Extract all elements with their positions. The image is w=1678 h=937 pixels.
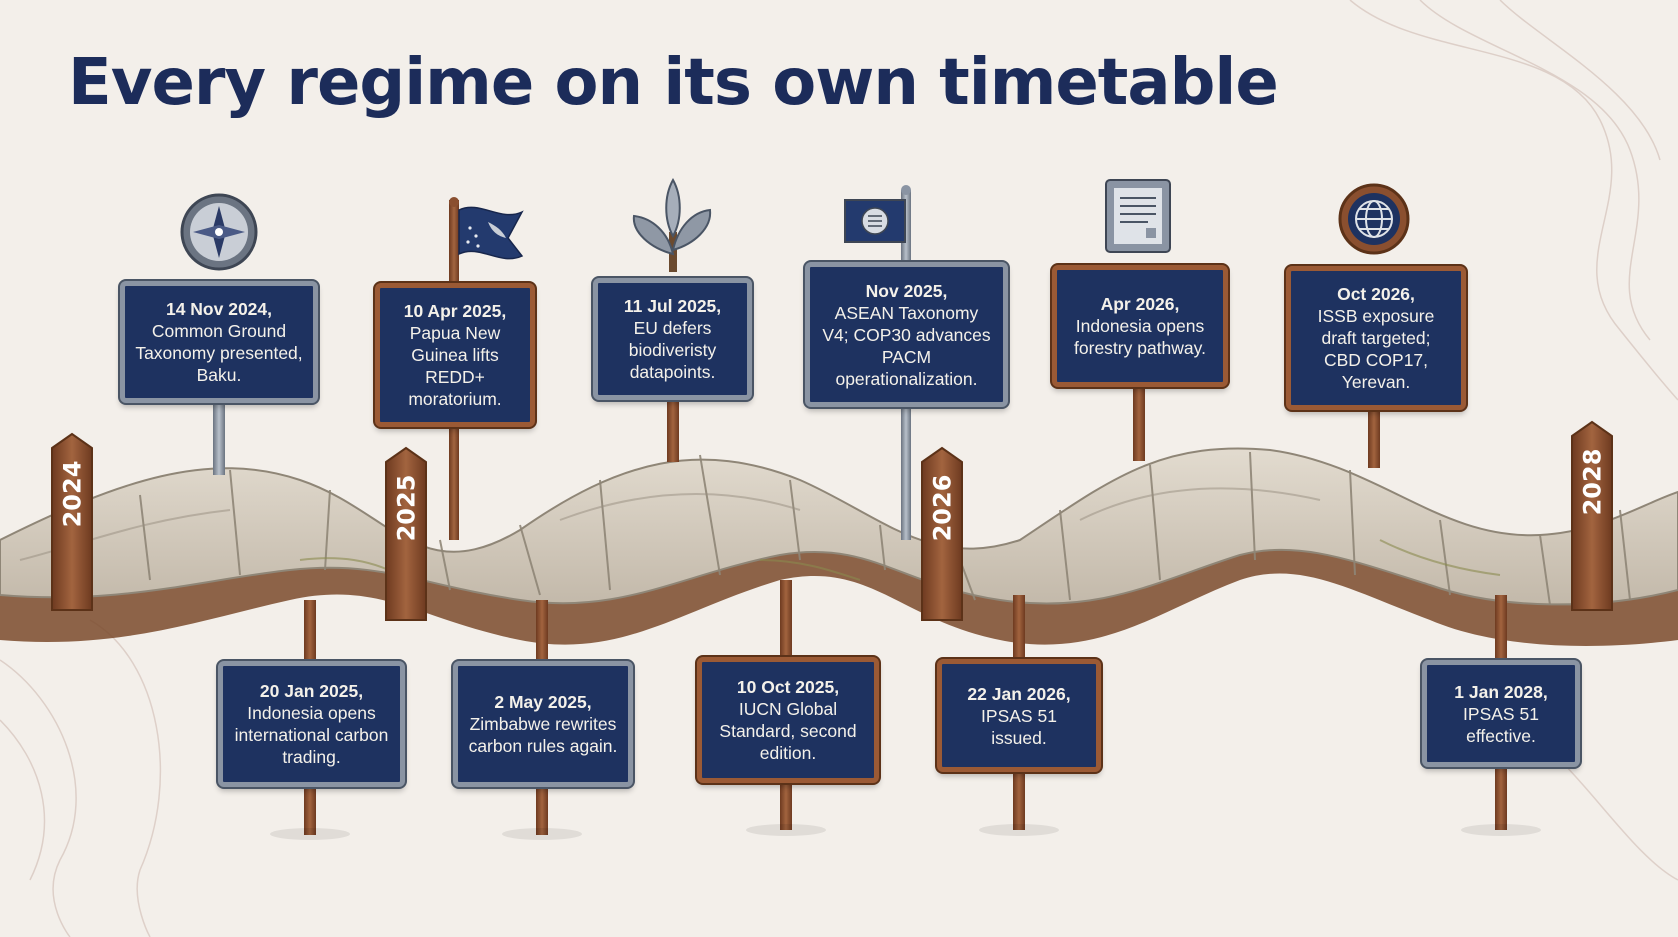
milestone-text: IPSAS 51 issued. [981,705,1057,748]
flag-icon [449,197,524,260]
milestone-date: Apr 2026, [1100,294,1180,314]
milestone-date: 10 Oct 2025, [736,677,840,697]
year-stakes [51,420,1613,621]
stone-joints [19,451,1631,606]
milestone-sign-2025-10: 10 Oct 2025,IUCN Global Standard, second… [697,657,879,783]
milestone-date: 11 Jul 2025, [623,296,722,316]
milestone-text: Common Ground Taxonomy presented, Baku. [135,321,303,385]
year-label-2026: 2026 [928,474,957,542]
asean-flag-icon [844,185,911,243]
milestone-sign-2025-05: 2 May 2025,Zimbabwe rewrites carbon rule… [453,661,633,787]
milestone-sign-2025-01: 20 Jan 2025,Indonesia opens internationa… [218,661,405,787]
milestone-sign-2026-04: Apr 2026,Indonesia opens forestry pathwa… [1052,265,1228,387]
milestone-sign-2025-04: 10 Apr 2025,Papua New Guinea lifts REDD+… [375,283,535,427]
globe-icon [1338,183,1410,255]
milestone-sign-2025-11: Nov 2025,ASEAN Taxonomy V4; COP30 advanc… [805,262,1008,407]
milestone-text: Indonesia opens international carbon tra… [234,703,389,767]
milestone-date: Nov 2025, [865,280,948,301]
milestone-sign-2026-10: Oct 2026,ISSB exposure draft targeted; C… [1286,266,1466,410]
milestone-date: 1 Jan 2028, [1454,681,1548,702]
compass-icon [180,193,258,271]
year-label-2028: 2028 [1578,448,1607,516]
milestone-date: 22 Jan 2026, [967,683,1071,704]
document-icon [1105,179,1171,253]
milestone-text: IPSAS 51 effective. [1463,703,1539,746]
milestone-date: 2 May 2025, [494,692,592,712]
milestone-date: Oct 2026, [1337,284,1415,304]
milestone-sign-2028-01: 1 Jan 2028,IPSAS 51 effective. [1422,660,1580,767]
year-label-2024: 2024 [58,460,87,528]
milestone-date: 10 Apr 2025, [403,301,507,321]
milestone-text: Zimbabwe rewrites carbon rules again. [468,714,618,756]
plant-icon [632,177,712,272]
milestone-text: Papua New Guinea lifts REDD+ moratorium. [408,323,502,409]
milestone-text: EU defers biodiveristy datapoints. [628,318,717,382]
milestone-text: Indonesia opens forestry pathway. [1074,316,1206,358]
milestone-date: 14 Nov 2024, [165,299,273,319]
page-title: Every regime on its own timetable [68,46,1279,120]
milestone-text: ASEAN Taxonomy V4; COP30 advances PACM o… [822,302,991,389]
milestone-text: ISSB exposure draft targeted; CBD COP17,… [1317,306,1435,392]
milestone-sign-2025-07: 11 Jul 2025,EU defers biodiveristy datap… [593,278,752,400]
year-label-2025: 2025 [392,474,421,542]
milestone-text: IUCN Global Standard, second edition. [719,699,857,763]
milestone-date: 20 Jan 2025, [259,681,364,701]
milestone-sign-2024-11: 14 Nov 2024,Common Ground Taxonomy prese… [120,281,318,403]
milestone-sign-2026-01: 22 Jan 2026,IPSAS 51 issued. [937,659,1101,772]
